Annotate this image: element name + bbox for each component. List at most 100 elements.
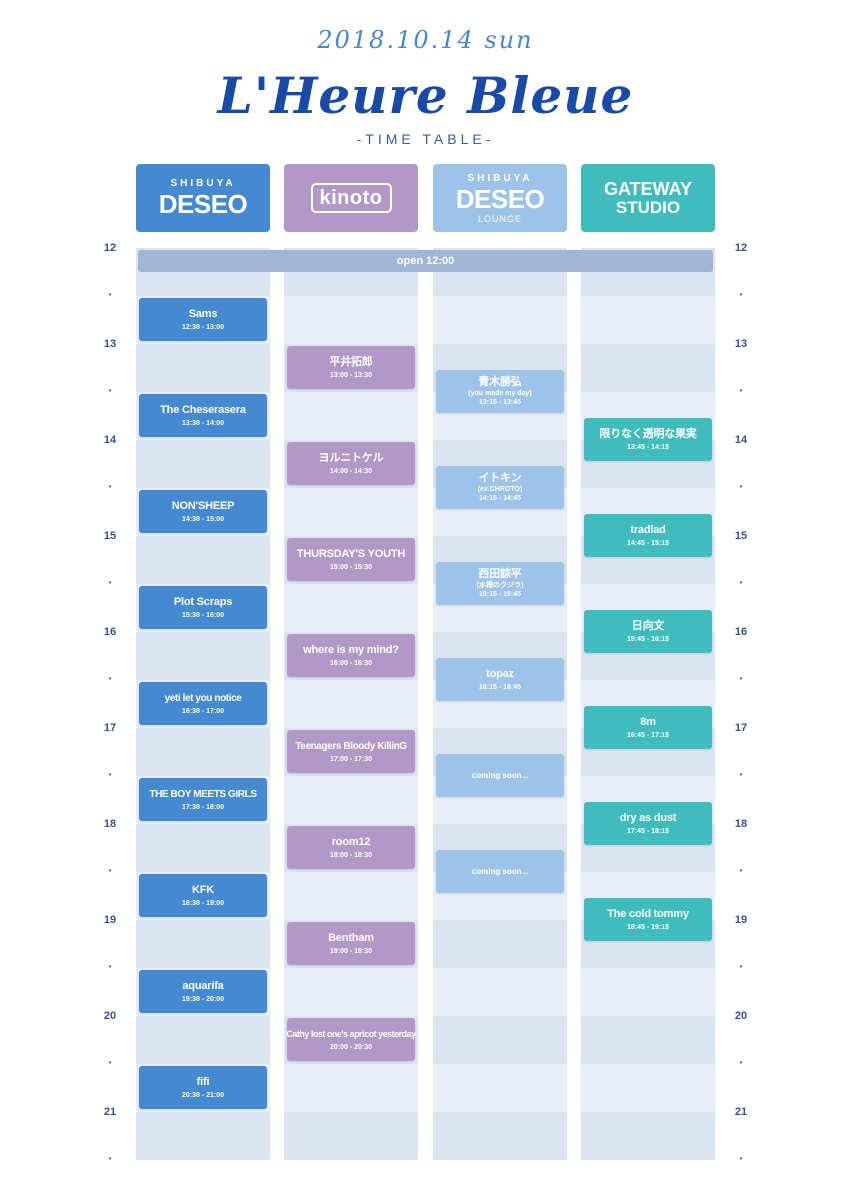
performance-time: 13:45 - 14:15 bbox=[626, 443, 670, 451]
half-hour-marker: • bbox=[108, 388, 112, 395]
artist-name: KFK bbox=[191, 883, 214, 896]
open-time-bar: open 12:00 bbox=[138, 250, 713, 272]
event-date: 2018.10.14 sun bbox=[317, 26, 534, 54]
artist-name: Teenagers Bloody KillinG bbox=[295, 740, 407, 752]
performance-time: 20:30 - 21:00 bbox=[181, 1091, 225, 1099]
artist-name: Plot Scraps bbox=[173, 595, 233, 608]
venue-logo-main-text: DESEO bbox=[158, 189, 248, 219]
venue-logo-deseo-lounge: SHIBUYA DESEO LOUNGE bbox=[433, 164, 567, 232]
performance-time: 19:00 - 19:30 bbox=[329, 947, 373, 955]
hour-label-left: 17 bbox=[103, 722, 117, 734]
timetable-heading: -TIME TABLE- bbox=[356, 131, 495, 147]
performance-time: 14:45 - 15:15 bbox=[626, 539, 670, 547]
performance-time: 19:30 - 20:00 bbox=[181, 995, 225, 1003]
venue-logo-gateway-studio: GATEWAY STUDIO bbox=[581, 164, 715, 232]
half-hour-marker: • bbox=[739, 484, 743, 491]
performance-time: 16:00 - 16:30 bbox=[329, 659, 373, 667]
half-hour-marker: • bbox=[739, 964, 743, 971]
performance-block: where is my mind?16:00 - 16:30 bbox=[287, 634, 415, 677]
half-hour-marker: • bbox=[739, 772, 743, 779]
hour-label-left: 12 bbox=[103, 242, 117, 254]
venue-logo-top-text: SHIBUYA bbox=[170, 178, 236, 189]
hour-label-left: 21 bbox=[103, 1106, 117, 1118]
performance-block: Teenagers Bloody KillinG 17:00 - 17:30 bbox=[287, 730, 415, 773]
performance-block: coming soon... bbox=[436, 850, 564, 893]
hour-label-right: 15 bbox=[734, 530, 748, 542]
half-hour-marker: • bbox=[108, 868, 112, 875]
artist-name: Bentham bbox=[328, 931, 374, 944]
performance-block: yeti let you notice 16:30 - 17:00 bbox=[139, 682, 267, 725]
performance-time: 17:00 - 17:30 bbox=[329, 755, 373, 763]
performance-time: 17:45 - 18:15 bbox=[626, 827, 670, 835]
performance-block: 青木勝弘 (you made my day) 13:15 - 13:45 bbox=[436, 370, 564, 413]
venue-logo-main-text: kinoto bbox=[310, 183, 392, 213]
artist-note: (ex.CHROTO) bbox=[477, 486, 523, 493]
hour-label-right: 20 bbox=[734, 1010, 748, 1022]
venue-column-kinoto bbox=[284, 248, 418, 1160]
artist-name: fifi bbox=[196, 1075, 210, 1088]
artist-name: NON'SHEEP bbox=[171, 499, 235, 512]
hour-label-left: 19 bbox=[103, 914, 117, 926]
hour-label-left: 18 bbox=[103, 818, 117, 830]
artist-name: tradlad bbox=[630, 523, 666, 536]
hour-label-right: 19 bbox=[734, 914, 748, 926]
hour-label-left: 14 bbox=[103, 434, 117, 446]
performance-block: topaz 16:15 - 16:45 bbox=[436, 658, 564, 701]
performance-block: tradlad 14:45 - 15:15 bbox=[584, 514, 712, 557]
hour-label-right: 21 bbox=[734, 1106, 748, 1118]
performance-time: 14:30 - 15:00 bbox=[181, 515, 225, 523]
artist-note: (水槽のクジラ) bbox=[476, 582, 524, 589]
performance-time: 16:30 - 17:00 bbox=[181, 707, 225, 715]
hour-label-left: 13 bbox=[103, 338, 117, 350]
performance-time: 18:30 - 19:00 bbox=[181, 899, 225, 907]
performance-block: イトキン(ex.CHROTO)14:15 - 14:45 bbox=[436, 466, 564, 509]
venue-logo-top-text: SHIBUYA bbox=[467, 172, 533, 184]
half-hour-marker: • bbox=[108, 484, 112, 491]
performance-block: fifi 20:30 - 21:00 bbox=[139, 1066, 267, 1109]
performance-time: 13:15 - 13:45 bbox=[478, 399, 522, 406]
venue-logo-bottom-text: LOUNGE bbox=[477, 213, 522, 224]
venue-logo-line1-text: GATEWAY bbox=[603, 178, 692, 199]
artist-name: 8m bbox=[640, 715, 656, 728]
half-hour-marker: • bbox=[739, 1156, 743, 1163]
artist-name: 西田諒平 bbox=[478, 568, 522, 580]
half-hour-marker: • bbox=[739, 388, 743, 395]
venue-logo-main-text: DESEO bbox=[455, 183, 545, 214]
artist-name: room12 bbox=[331, 835, 371, 848]
performance-time: 17:30 - 18:00 bbox=[181, 803, 225, 811]
performance-time: 16:45 - 17:15 bbox=[626, 731, 670, 739]
half-hour-marker: • bbox=[739, 580, 743, 587]
half-hour-marker: • bbox=[739, 868, 743, 875]
event-title: L'Heure Bleue bbox=[217, 66, 634, 125]
performance-time: 15:30 - 16:00 bbox=[181, 611, 225, 619]
hour-label-right: 17 bbox=[734, 722, 748, 734]
artist-name: topaz bbox=[486, 667, 514, 680]
artist-name: THURSDAY'S YOUTH bbox=[296, 547, 406, 560]
performance-time: 16:15 - 16:45 bbox=[478, 683, 522, 691]
performance-time: 14:15 - 14:45 bbox=[478, 495, 522, 502]
artist-name: Sams bbox=[188, 307, 218, 320]
artist-name: The Cheserasera bbox=[160, 403, 246, 416]
artist-note: (you made my day) bbox=[468, 390, 532, 397]
performance-block: Plot Scraps 15:30 - 16:00 bbox=[139, 586, 267, 629]
half-hour-marker: • bbox=[108, 964, 112, 971]
performance-block: coming soon... bbox=[436, 754, 564, 797]
artist-name: yeti let you notice bbox=[164, 692, 242, 704]
hour-label-right: 16 bbox=[734, 626, 748, 638]
venue-logo-deseo: SHIBUYA DESEO bbox=[136, 164, 270, 232]
artist-name: 青木勝弘 bbox=[478, 376, 522, 388]
performance-block: Bentham 19:00 - 19:30 bbox=[287, 922, 415, 965]
half-hour-marker: • bbox=[108, 1060, 112, 1067]
